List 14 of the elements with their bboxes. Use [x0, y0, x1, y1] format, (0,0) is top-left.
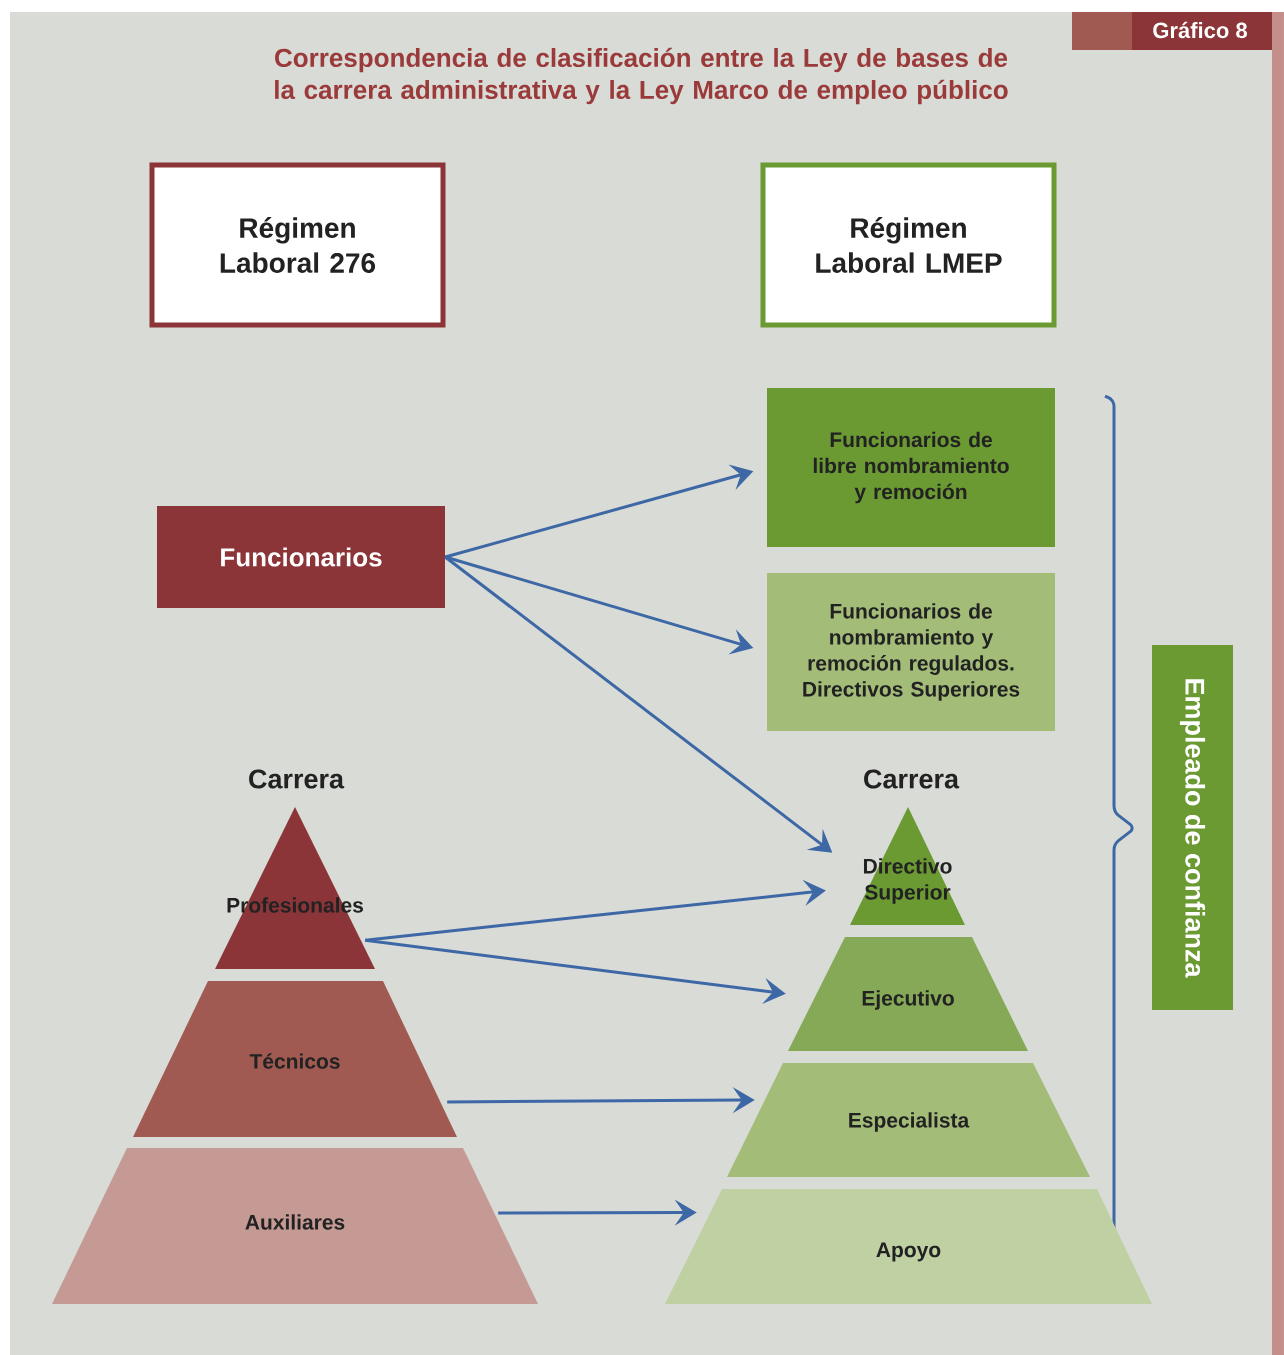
pyramid-level: Auxiliares	[52, 1148, 538, 1304]
chart-number-tab: Gráfico 8	[1072, 12, 1272, 50]
title: Correspondencia de clasificación entre la Ley de bases de la carrera administrativa y la Ley Marco de empleo público	[275, 47, 1008, 105]
group-box: Funcionarios	[157, 506, 445, 608]
pyramid-level: Ejecutivo	[788, 937, 1028, 1051]
category-box: Régimen Laboral LMEP	[760, 162, 1057, 328]
category-box: Régimen Laboral 276	[149, 162, 446, 328]
group-box: Funcionarios de libre nombramiento y remoción	[767, 388, 1055, 547]
pyramid-level: Técnicos	[133, 981, 457, 1137]
group-box: Funcionarios de nombramiento y remoción regulados. Directivos Superiores	[767, 573, 1055, 731]
pyramid-heading: Carrera	[864, 769, 960, 789]
pyramid-level: Apoyo	[665, 1189, 1152, 1304]
vertical-band: Empleado de confianza	[1152, 645, 1233, 1010]
pyramid-level: Especialista	[727, 1063, 1090, 1177]
